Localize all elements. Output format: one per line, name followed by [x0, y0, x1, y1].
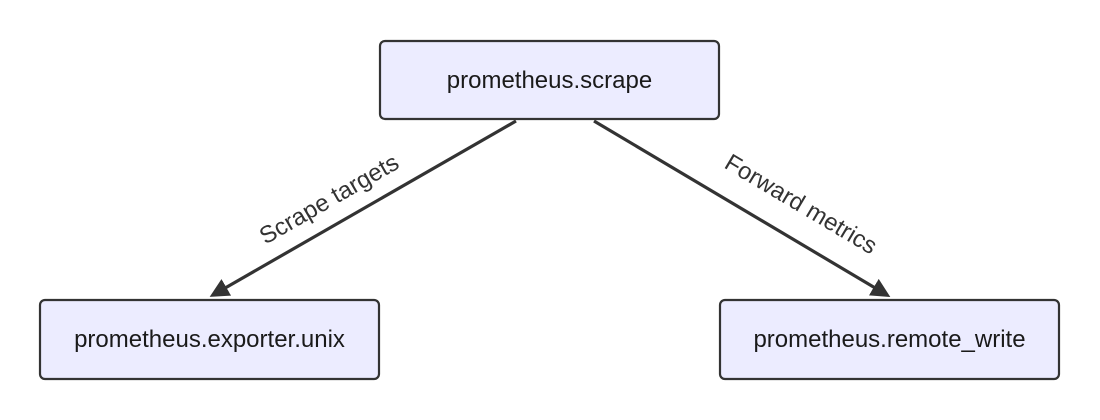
edge-scrape-to-exporter: Scrape targets [209, 119, 517, 297]
node-box-scrape [378, 39, 721, 121]
node-prometheus-exporter-unix[interactable]: prometheus.exporter.unix [38, 298, 381, 381]
edge-line-scrape-targets [209, 119, 517, 297]
node-box-remote-write [718, 298, 1061, 381]
edge-line-forward-metrics [593, 119, 891, 297]
node-label-remote-write: prometheus.remote_write [753, 326, 1025, 353]
node-box-exporter [38, 298, 381, 381]
edge-scrape-to-remote-write: Forward metrics [593, 119, 891, 297]
node-prometheus-remote-write[interactable]: prometheus.remote_write [718, 298, 1061, 381]
node-label-exporter: prometheus.exporter.unix [74, 326, 345, 353]
node-label-scrape: prometheus.scrape [447, 67, 652, 94]
node-prometheus-scrape[interactable]: prometheus.scrape [378, 39, 721, 121]
